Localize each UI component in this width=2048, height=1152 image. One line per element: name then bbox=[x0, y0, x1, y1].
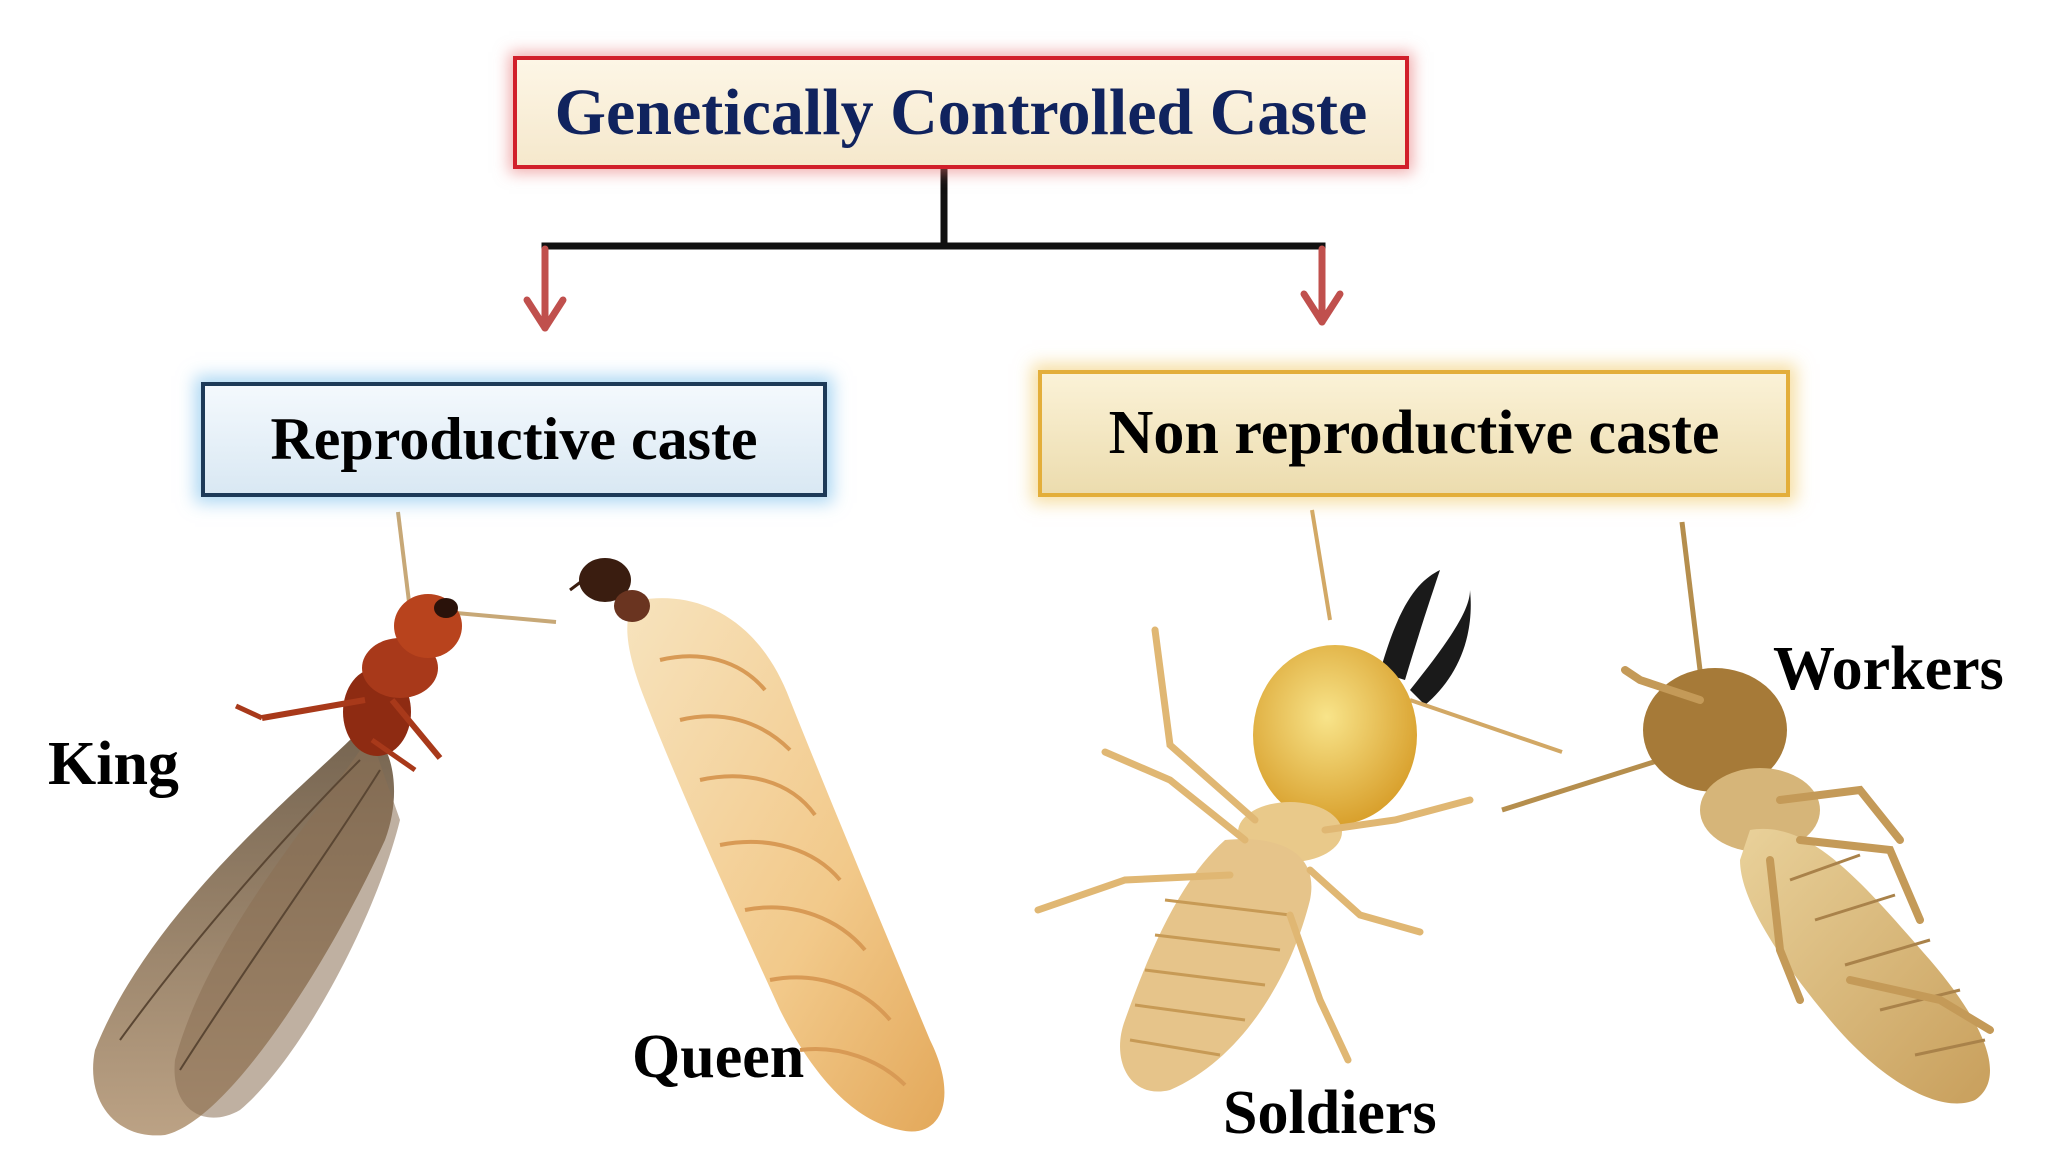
soldiers-label: Soldiers bbox=[1223, 1079, 1437, 1147]
non-reproductive-caste-label: Non reproductive caste bbox=[1108, 399, 1720, 467]
arrow-to-non-reproductive bbox=[1300, 245, 1344, 326]
king-termite-image bbox=[93, 511, 557, 1136]
arrow-to-reproductive bbox=[523, 245, 567, 332]
queen-label: Queen bbox=[632, 1023, 805, 1091]
worker-termite-image bbox=[1501, 521, 1994, 1104]
king-label: King bbox=[48, 730, 179, 798]
reproductive-caste-label: Reproductive caste bbox=[270, 406, 758, 472]
queen-termite-image bbox=[569, 558, 945, 1132]
root-label: Genetically Controlled Caste bbox=[554, 75, 1368, 149]
non-reproductive-caste-box: Non reproductive caste bbox=[1038, 370, 1790, 497]
connector-lines bbox=[541, 165, 1326, 250]
workers-label: Workers bbox=[1773, 635, 2004, 703]
genetically-controlled-caste-box: Genetically Controlled Caste bbox=[513, 56, 1409, 169]
reproductive-caste-box: Reproductive caste bbox=[201, 382, 827, 497]
soldier-termite-image bbox=[1034, 509, 1563, 1092]
